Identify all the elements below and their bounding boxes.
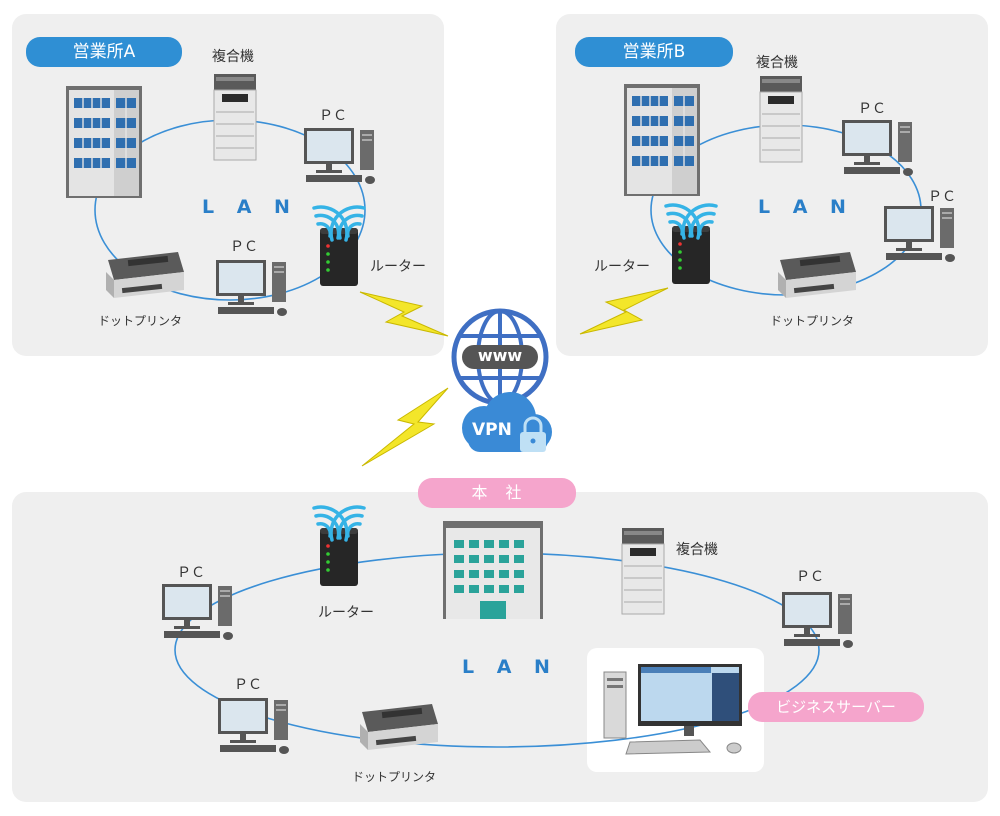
office-b-printer (778, 252, 856, 298)
hq-pc-2-label: ＰＣ (234, 677, 262, 693)
office-b-printer-label: ドットプリンタ (770, 314, 855, 328)
office-a-pc-1 (304, 128, 375, 184)
office-a-lan-label: L A N (202, 196, 298, 218)
office-b-router-label: ルーター (594, 259, 650, 275)
office-b-pc-1-label: ＰＣ (858, 101, 886, 117)
hq-printer (360, 704, 438, 750)
office-b-lan-label: L A N (758, 196, 854, 218)
hq-lan-label: L A N (462, 656, 558, 678)
office-a-pc-2 (216, 260, 287, 316)
hq-pc-1 (162, 584, 233, 640)
office-a-printer-label: ドットプリンタ (98, 314, 183, 328)
office-a-printer (106, 252, 184, 298)
hq-pc-3 (782, 592, 853, 648)
hq-pc-2 (218, 698, 289, 754)
hq-mfp (621, 527, 665, 615)
office-b-mfp (759, 75, 803, 163)
office-b-mfp-label: 複合機 (756, 55, 798, 71)
office-b-pc-2 (884, 206, 955, 262)
business-server-icon (603, 664, 742, 755)
office-a-title: 営業所A (26, 37, 182, 67)
business-server-label: ビジネスサーバー (748, 692, 924, 722)
office-a-pc-2-label: ＰＣ (230, 239, 258, 255)
hq-pc-3-label: ＰＣ (796, 569, 824, 585)
hq-pc-1-label: ＰＣ (177, 565, 205, 581)
office-b-title: 営業所B (575, 37, 733, 67)
office-a-building (65, 85, 143, 199)
www-label: www (477, 346, 523, 365)
vpn-label: VPN (472, 420, 512, 440)
hq-router-label: ルーター (318, 605, 374, 621)
office-b-building (623, 83, 701, 197)
lightning-icon (579, 287, 669, 335)
office-b-pc-2-label: ＰＣ (928, 189, 956, 205)
hq-printer-label: ドットプリンタ (352, 770, 437, 784)
lock-icon (520, 416, 546, 452)
hq-building (443, 521, 543, 619)
lightning-icon (359, 291, 449, 337)
hq-title: 本 社 (418, 478, 576, 508)
lightning-icon (361, 387, 449, 467)
office-a-pc-1-label: ＰＣ (319, 108, 347, 124)
office-a-router-label: ルーター (370, 259, 426, 275)
office-a-mfp (213, 73, 257, 161)
hq-mfp-label: 複合機 (676, 542, 718, 558)
office-a-mfp-label: 複合機 (212, 49, 254, 65)
